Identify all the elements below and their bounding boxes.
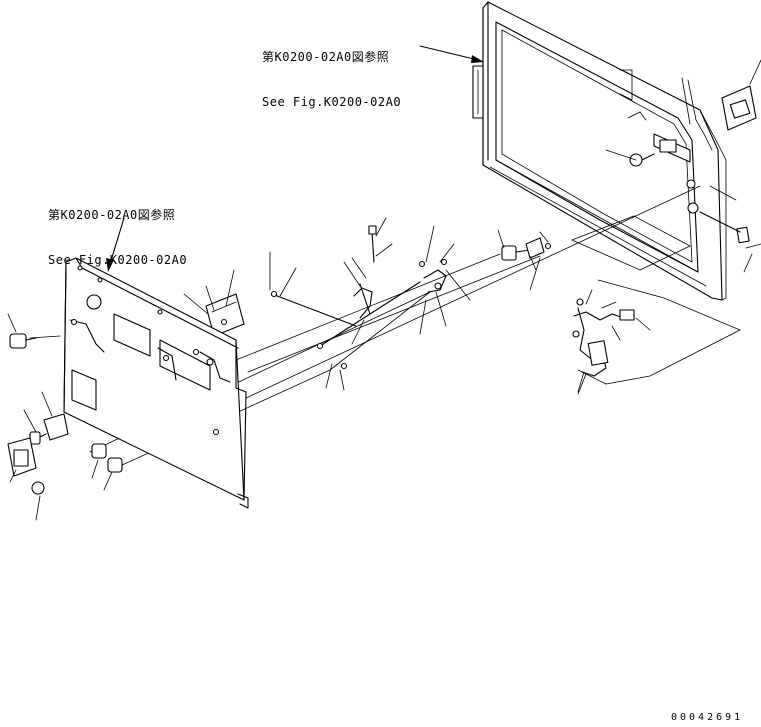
- center-bolt: [501, 245, 531, 261]
- reference-note-top-ja: 第K0200-02A0図参照: [262, 50, 390, 64]
- left-small-parts: [7, 313, 123, 521]
- wiring-harness: [572, 289, 651, 395]
- leader-lines-middle: [183, 217, 549, 391]
- wiring-box-outline: [571, 215, 741, 385]
- reference-note-top: 第K0200-02A0図参照 See Fig.K0200-02A0: [262, 20, 401, 125]
- reference-note-left-ja: 第K0200-02A0図参照: [48, 208, 176, 222]
- door-frame-assembly: [472, 1, 757, 301]
- reference-note-top-en: See Fig.K0200-02A0: [262, 95, 402, 109]
- reference-note-left-en: See Fig.K0200-02A0: [48, 253, 188, 267]
- leader-lines-upper: [605, 59, 761, 273]
- middle-components: [205, 225, 552, 370]
- left-panel-assembly: [63, 257, 249, 509]
- reference-arrow-top: [419, 45, 484, 63]
- drawing-number: 00042691: [671, 712, 744, 723]
- reference-arrow-left: [106, 217, 125, 272]
- right-bolt: [699, 211, 750, 244]
- reference-note-left: 第K0200-02A0図参照 See Fig.K0200-02A0: [48, 178, 187, 283]
